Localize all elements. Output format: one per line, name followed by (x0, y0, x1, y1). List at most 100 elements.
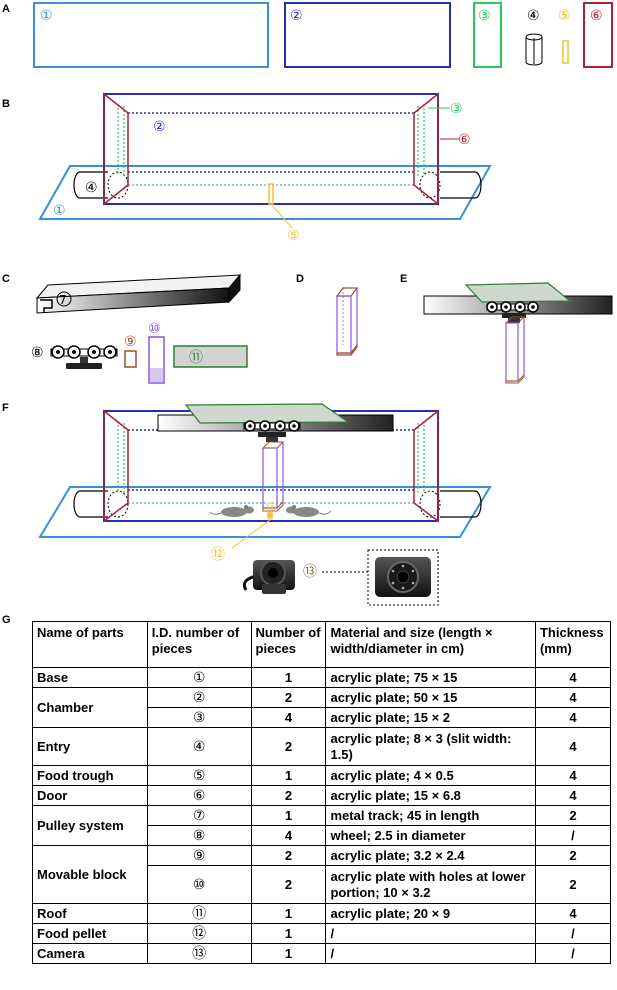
panel-label-f: F (2, 402, 9, 414)
table-row: Entry ④ 2 acrylic plate; 8 × 3 (slit wid… (32, 727, 612, 766)
cell-id: ② (146, 687, 252, 708)
food-trough (268, 183, 274, 205)
cell-name: Food pellet (32, 923, 148, 944)
cell-id: ⑩ (146, 865, 252, 904)
cell-count: 1 (250, 805, 327, 826)
header-material: Material and size (length × width/diamet… (325, 621, 536, 668)
panel-b-assembly: ② ③ ⑥ ④ ① ⑤ (38, 92, 492, 244)
movable-block-holes (150, 368, 163, 382)
panel-label-a: A (2, 3, 10, 15)
part-number-4: ④ (527, 8, 540, 24)
label-4: ④ (85, 180, 98, 196)
table-row: Door ⑥ 2 acrylic plate; 15 × 6.8 4 (32, 785, 612, 806)
cell-count: 2 (250, 865, 327, 904)
cell-thickness: 2 (534, 845, 612, 866)
rat-right (286, 505, 332, 517)
cell-name: Movable block (32, 845, 148, 904)
cell-name: Camera (32, 943, 148, 964)
cell-material: / (325, 923, 536, 944)
cell-count: 1 (250, 765, 327, 786)
label-1: ① (53, 203, 66, 219)
pulley-wheels: ⑧ (31, 345, 118, 369)
label-13: ⑬ (303, 564, 317, 580)
cell-count: 2 (250, 687, 327, 708)
camera (242, 560, 295, 594)
pulley-track: 7 (35, 273, 242, 314)
panel-e-assembly (423, 282, 613, 384)
cell-id: ① (146, 667, 252, 688)
cell-id: ⑧ (146, 825, 252, 846)
cell-thickness: 4 (534, 707, 612, 728)
cell-name: Roof (32, 903, 148, 924)
table-header-row: Name of parts I.D. number of pieces Numb… (32, 621, 612, 668)
table-row: Pulley system ⑦ 1 metal track; 45 in len… (32, 805, 612, 846)
cell-material: acrylic plate; 8 × 3 (slit width: 1.5) (325, 727, 536, 766)
cell-thickness: 2 (534, 805, 612, 826)
cell-id: ⑥ (146, 785, 252, 806)
part-wall-strip (473, 2, 502, 68)
cell-name: Entry (32, 727, 148, 766)
cell-material: wheel; 2.5 in diameter (325, 825, 536, 846)
table-row: ③ 4 acrylic plate; 15 × 2 4 (33, 707, 612, 728)
cell-id: ⑬ (146, 943, 252, 964)
label-5: ⑤ (287, 228, 300, 244)
cell-name: Door (32, 785, 148, 806)
header-id: I.D. number of pieces (146, 621, 252, 668)
cell-thickness: / (534, 943, 612, 964)
cell-thickness: 4 (534, 765, 612, 786)
panel-label-c: C (2, 273, 10, 285)
panel-label-g: G (2, 614, 11, 626)
table-row: Food trough ⑤ 1 acrylic plate; 4 × 0.5 4 (32, 765, 612, 786)
door-right (413, 92, 439, 206)
part-entry-tube (525, 33, 543, 66)
cell-thickness: 4 (534, 785, 612, 806)
table-row: ⑩ 2 acrylic plate with holes at lower po… (33, 865, 612, 904)
table-row: Camera ⑬ 1 / / (32, 943, 612, 964)
table-row: Base ① 1 acrylic plate; 75 × 15 4 (32, 667, 612, 688)
cell-material: / (325, 943, 536, 964)
part-base-plate (33, 2, 269, 68)
label-7: 7 (59, 293, 67, 307)
cell-thickness: 4 (534, 727, 612, 766)
cell-id: ⑨ (146, 845, 252, 866)
cell-name: Pulley system (32, 805, 148, 846)
panel-a-parts: ① ② ③ ④ ⑤ ⑥ (33, 2, 613, 68)
cell-count: 1 (250, 903, 327, 924)
cell-id: ⑦ (146, 805, 252, 826)
entry-tube-left (73, 171, 129, 199)
cell-thickness: / (534, 923, 612, 944)
door-left (103, 92, 129, 206)
label-2: ② (153, 119, 166, 135)
label-8: ⑧ (31, 345, 44, 361)
cell-count: 1 (250, 667, 327, 688)
table-row: Movable block ⑨ 2 acrylic plate; 3.2 × 2… (32, 845, 612, 904)
cell-count: 1 (250, 943, 327, 964)
table-row: Roof ⑪ 1 acrylic plate; 20 × 9 4 (32, 903, 612, 924)
cell-material: metal track; 45 in length (325, 805, 536, 826)
cell-name: Base (32, 667, 148, 688)
cell-thickness: / (534, 825, 612, 846)
movable-block-tall (148, 336, 165, 384)
cell-id: ③ (146, 707, 252, 728)
panel-d-block (335, 287, 359, 356)
label-12: ⑫ (211, 547, 225, 563)
part-number-5: ⑤ (558, 8, 571, 24)
panel-label-b: B (2, 98, 10, 110)
part-door (583, 2, 613, 68)
cell-count: 2 (250, 785, 327, 806)
cell-material: acrylic plate with holes at lower portio… (325, 865, 536, 904)
cell-name: Chamber (32, 687, 148, 728)
apparatus-diagram: A ① ② ③ ④ ⑤ ⑥ B (2, 2, 613, 606)
panel-f-assembly: ⑫ (38, 403, 492, 563)
camera-closeup (367, 549, 439, 606)
table-row: Chamber ② 2 acrylic plate; 50 × 15 4 (32, 687, 612, 728)
cell-count: 4 (250, 707, 327, 728)
panel-label-e: E (400, 273, 407, 285)
cell-thickness: 4 (534, 687, 612, 708)
cell-id: ⑫ (146, 923, 252, 944)
cell-material: acrylic plate; 15 × 6.8 (325, 785, 536, 806)
rat-left (209, 505, 254, 517)
cell-count: 1 (250, 923, 327, 944)
part-number-1: ① (40, 8, 53, 24)
cell-thickness: 4 (534, 667, 612, 688)
